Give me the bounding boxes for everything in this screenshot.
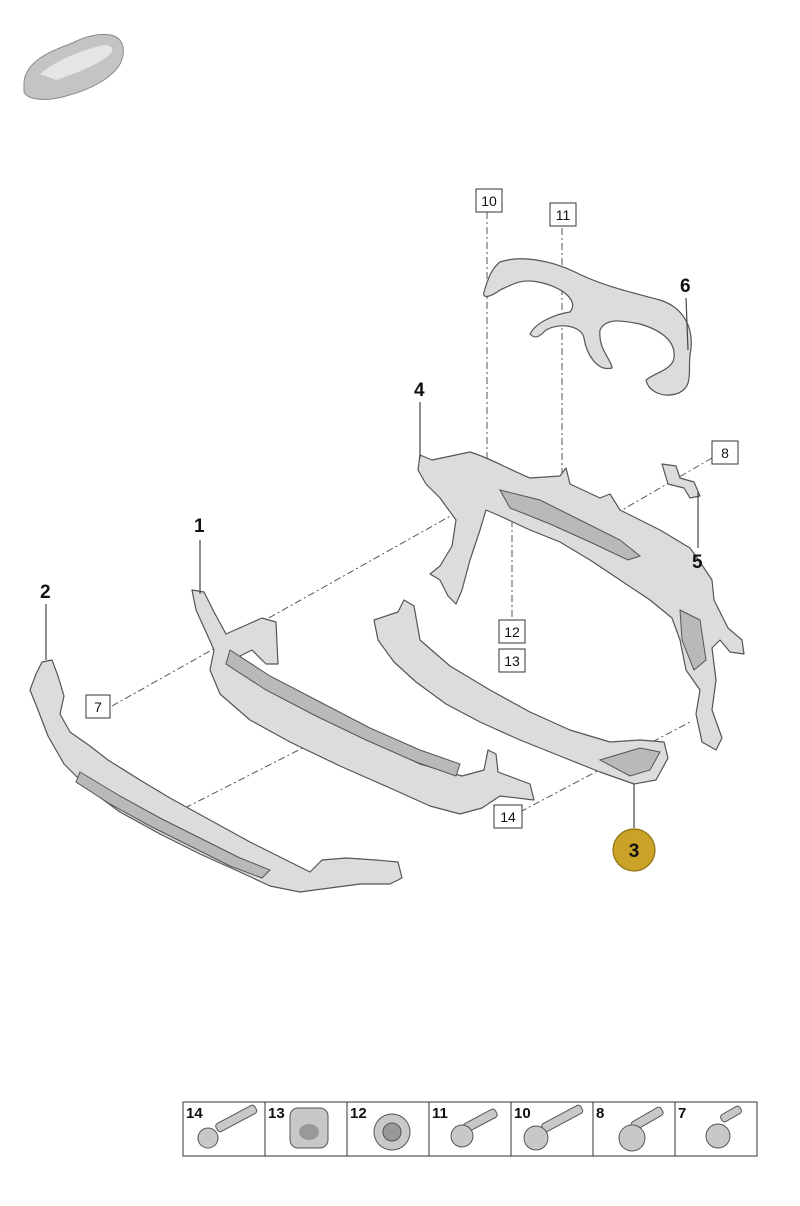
box-label-8[interactable]: 8	[711, 440, 739, 465]
svg-text:13: 13	[504, 653, 520, 669]
legend-cell-12[interactable]: 12	[346, 1101, 430, 1157]
part-5-small-bracket[interactable]	[661, 463, 701, 499]
legend-cell-11[interactable]: 11	[428, 1101, 512, 1157]
svg-text:13: 13	[268, 1105, 285, 1122]
svg-text:14: 14	[186, 1105, 203, 1122]
part-number-1: 1	[194, 516, 205, 537]
bolt-long-icon	[197, 1104, 258, 1149]
legend-cell-14[interactable]: 14	[182, 1101, 266, 1157]
box-label-7[interactable]: 7	[85, 694, 111, 719]
svg-text:3: 3	[629, 841, 640, 862]
part-6-upper-bracket[interactable]	[483, 258, 692, 396]
legend-cell-7[interactable]: 7	[674, 1101, 758, 1157]
sleeve-icon	[289, 1107, 329, 1149]
leader-lines	[45, 297, 699, 828]
part-number-5: 5	[692, 552, 703, 573]
svg-text:8: 8	[596, 1105, 604, 1122]
car-silhouette-icon	[23, 33, 124, 100]
part-1-bumper-beam[interactable]	[191, 589, 535, 815]
part-2-energy-absorber[interactable]	[29, 659, 403, 893]
bolt-washer-icon	[523, 1104, 584, 1151]
part-4-lock-carrier[interactable]	[417, 451, 745, 751]
legend-cell-8[interactable]: 8	[592, 1101, 676, 1157]
box-label-10[interactable]: 10	[475, 188, 503, 213]
box-label-11[interactable]: 11	[549, 202, 577, 227]
svg-text:7: 7	[678, 1105, 686, 1122]
part-number-3-highlight[interactable]: 3	[612, 828, 656, 872]
svg-text:7: 7	[94, 699, 102, 715]
legend-cell-13[interactable]: 13	[264, 1101, 348, 1157]
svg-text:12: 12	[504, 624, 520, 640]
svg-text:14: 14	[500, 809, 516, 825]
legend-cell-10[interactable]: 10	[510, 1101, 594, 1157]
part-number-2: 2	[40, 582, 51, 603]
grommet-icon	[373, 1113, 411, 1151]
part-number-4: 4	[414, 380, 425, 401]
box-label-13[interactable]: 13	[498, 648, 526, 673]
fastener-legend: 14 13 12 11	[182, 1101, 758, 1157]
svg-text:8: 8	[721, 445, 729, 461]
box-label-14[interactable]: 14	[493, 804, 523, 829]
part-number-6: 6	[680, 276, 691, 297]
screw-small-icon	[705, 1105, 742, 1149]
part-3-lower-support[interactable]	[373, 599, 669, 785]
box-label-12[interactable]: 12	[498, 619, 526, 644]
svg-text:11: 11	[556, 207, 571, 223]
svg-text:10: 10	[514, 1105, 531, 1122]
svg-text:10: 10	[481, 193, 497, 209]
svg-text:11: 11	[432, 1105, 448, 1122]
screw-flange-icon	[618, 1106, 664, 1152]
bolt-short-icon	[450, 1108, 498, 1148]
svg-text:12: 12	[350, 1105, 367, 1122]
